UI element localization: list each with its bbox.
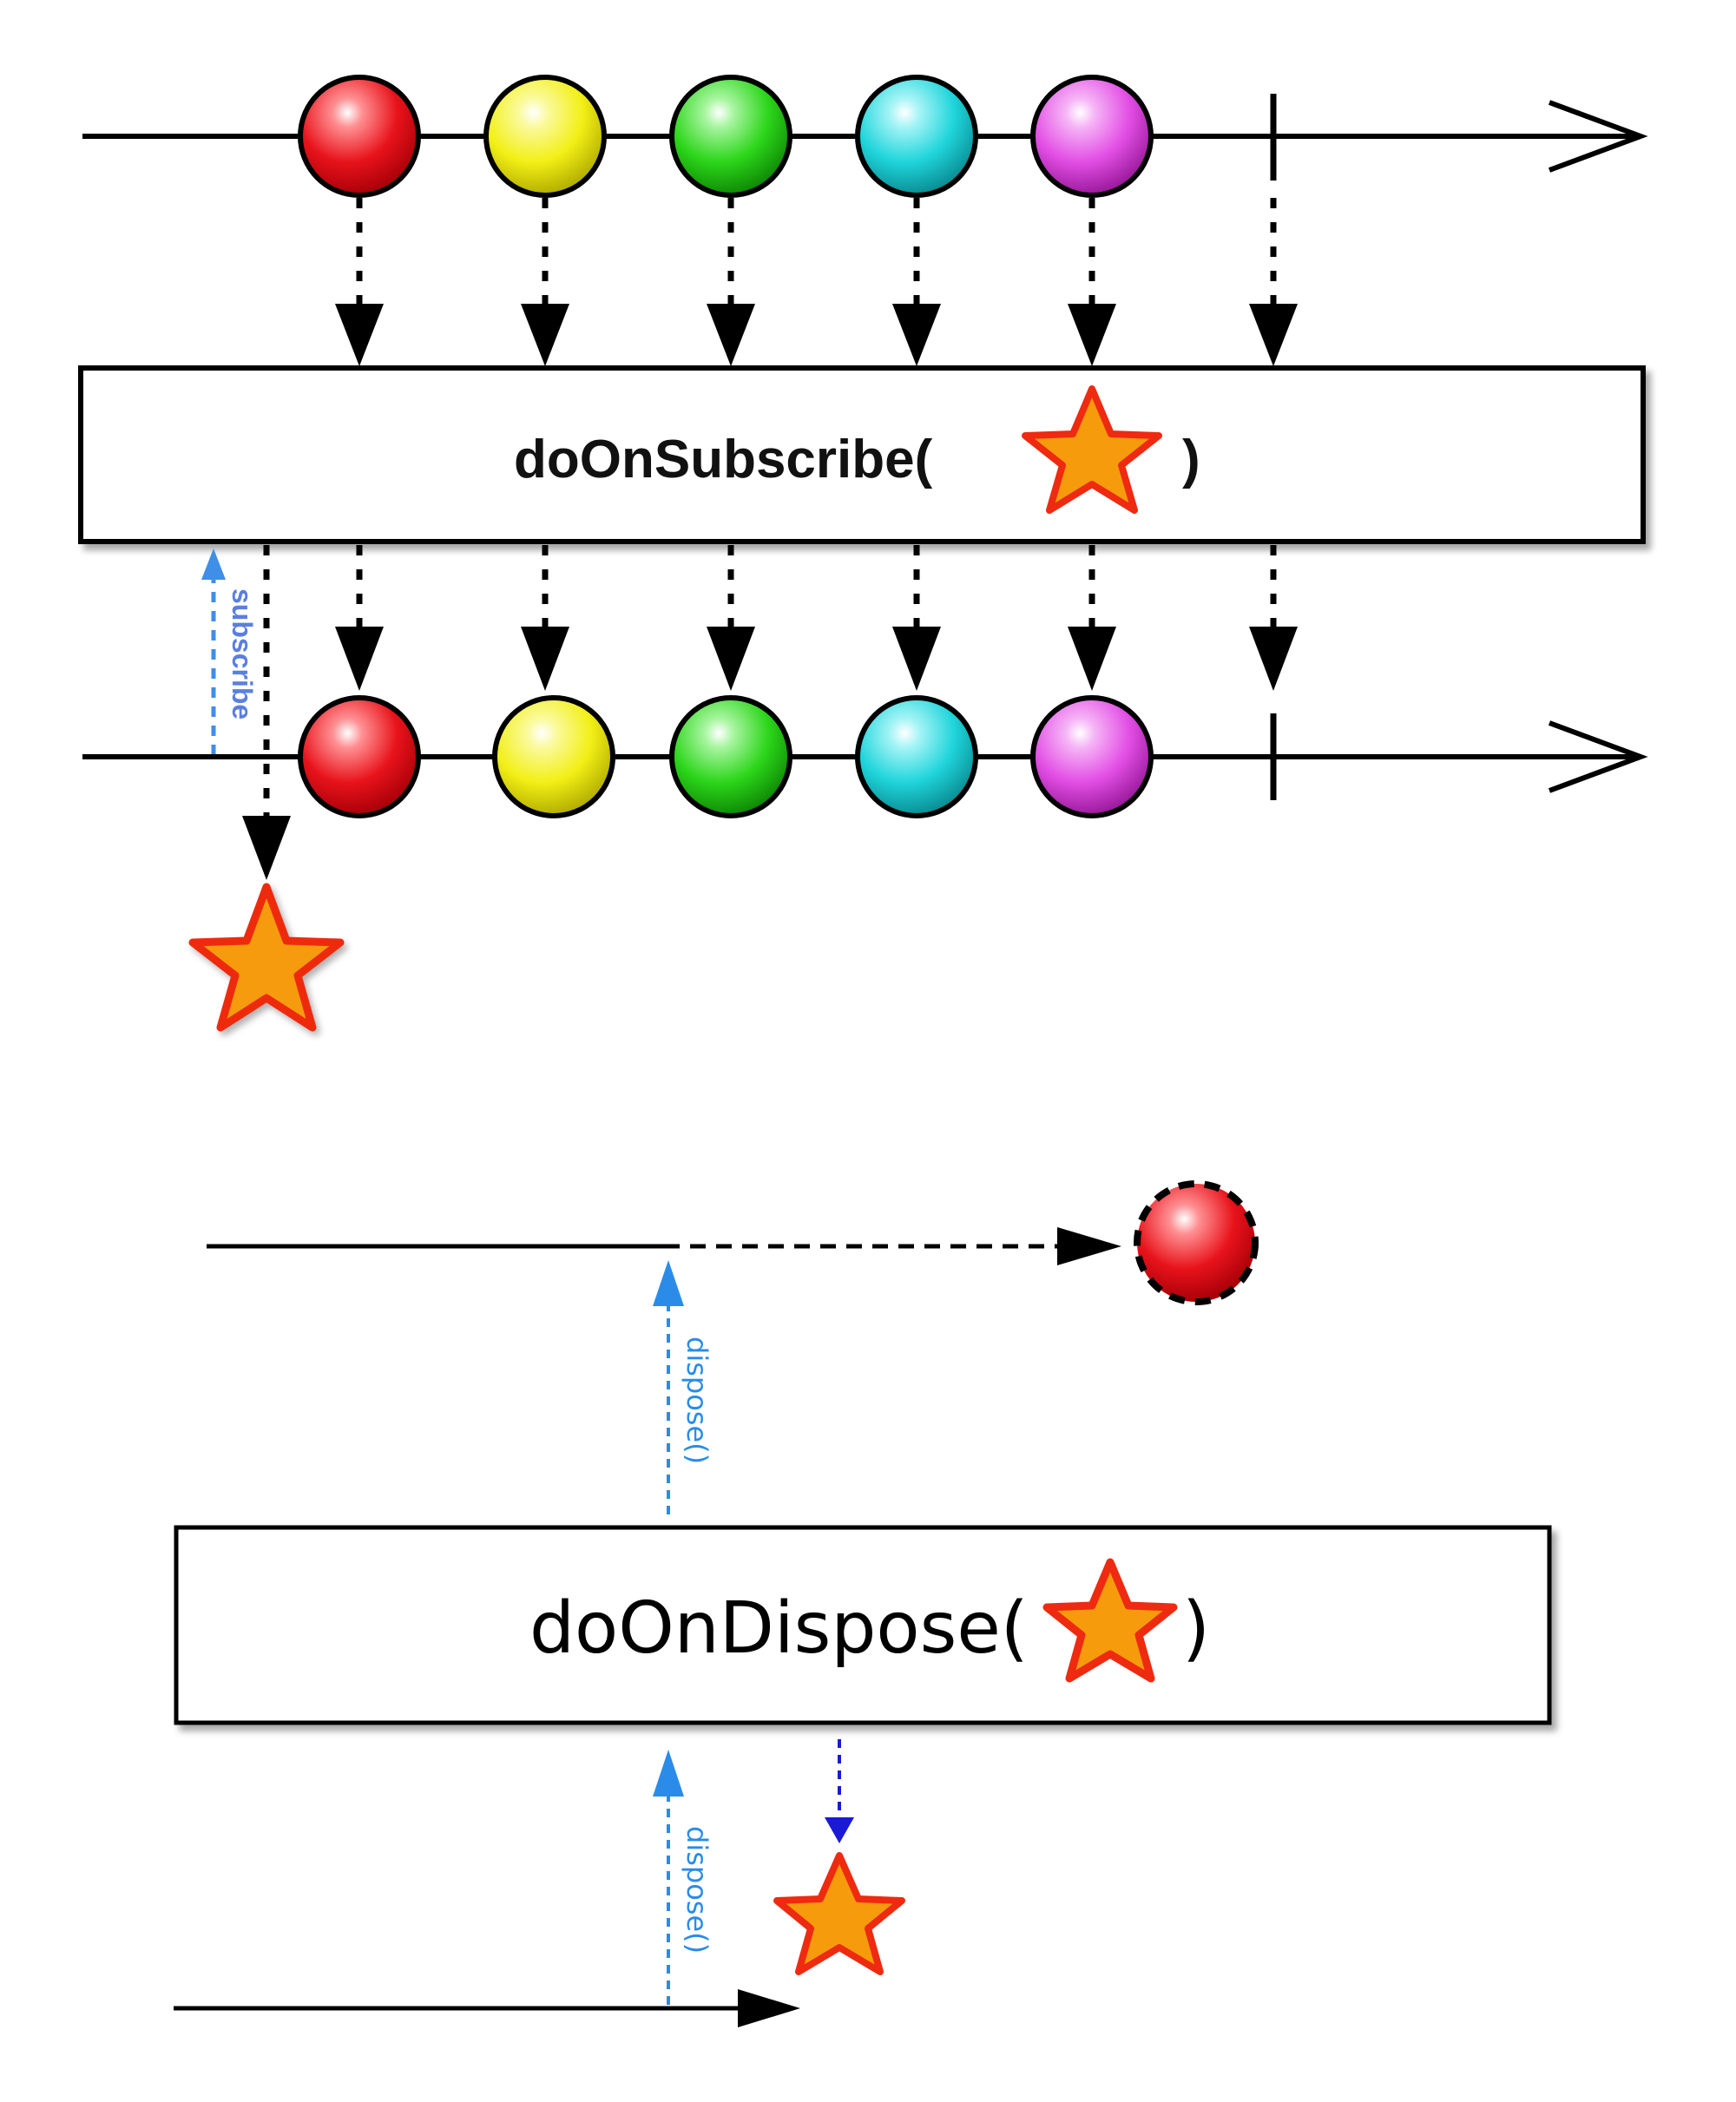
- star-icon: [188, 883, 345, 1032]
- side-effect-arrow: [242, 545, 291, 880]
- downstream-timeline: [174, 1989, 800, 2027]
- operator-label-prefix: doOnDispose(: [529, 1587, 1029, 1670]
- operator-to-result-arrows: [356, 545, 1277, 627]
- marble-magenta: [1030, 75, 1154, 198]
- dispose-label-lower: dispose(): [681, 1826, 713, 1954]
- dispose-call-arrow-lower: dispose(): [653, 1750, 713, 2005]
- operator-label-suffix: ): [1182, 1587, 1210, 1670]
- marble-yellow: [492, 695, 615, 818]
- operator-label-prefix: doOnSubscribe(: [514, 430, 933, 489]
- marble-magenta: [1030, 695, 1154, 818]
- marble-red: [298, 695, 421, 818]
- operator-label-suffix: ): [1182, 430, 1200, 489]
- operator-box-doondispose: doOnDispose( ): [174, 1525, 1552, 1725]
- bottom-diagram: dispose() doOnDispose( ) dispose(): [174, 1180, 1552, 2027]
- marble-yellow: [483, 75, 607, 198]
- star-icon: [773, 1852, 905, 1975]
- subscribe-call-arrow: subscribe: [201, 548, 258, 755]
- dispose-call-arrow-upper: dispose(): [653, 1260, 713, 1514]
- subscribe-label: subscribe: [227, 588, 258, 719]
- upstream-timeline: [207, 1180, 1259, 1305]
- side-effect-arrow: [825, 1739, 854, 1843]
- source-marbles: [298, 75, 1154, 198]
- result-marbles: [298, 695, 1154, 818]
- operator-to-result-arrowheads: [335, 627, 1298, 691]
- operator-box-doonsubscribe: doOnSubscribe( ): [78, 365, 1646, 544]
- star-icon: [1022, 385, 1162, 514]
- dispose-label-upper: dispose(): [681, 1337, 713, 1464]
- source-to-operator-arrowheads: [335, 304, 1298, 366]
- marble-red: [298, 75, 421, 198]
- marble-red-dropped: [1134, 1180, 1259, 1305]
- marble-green: [669, 695, 792, 818]
- star-icon: [1042, 1558, 1178, 1683]
- marble-cyan: [855, 695, 978, 818]
- top-diagram: doOnSubscribe( ) subscribe: [78, 75, 1648, 1032]
- source-to-operator-arrows: [356, 198, 1277, 304]
- marble-cyan: [855, 75, 978, 198]
- marble-green: [669, 75, 792, 198]
